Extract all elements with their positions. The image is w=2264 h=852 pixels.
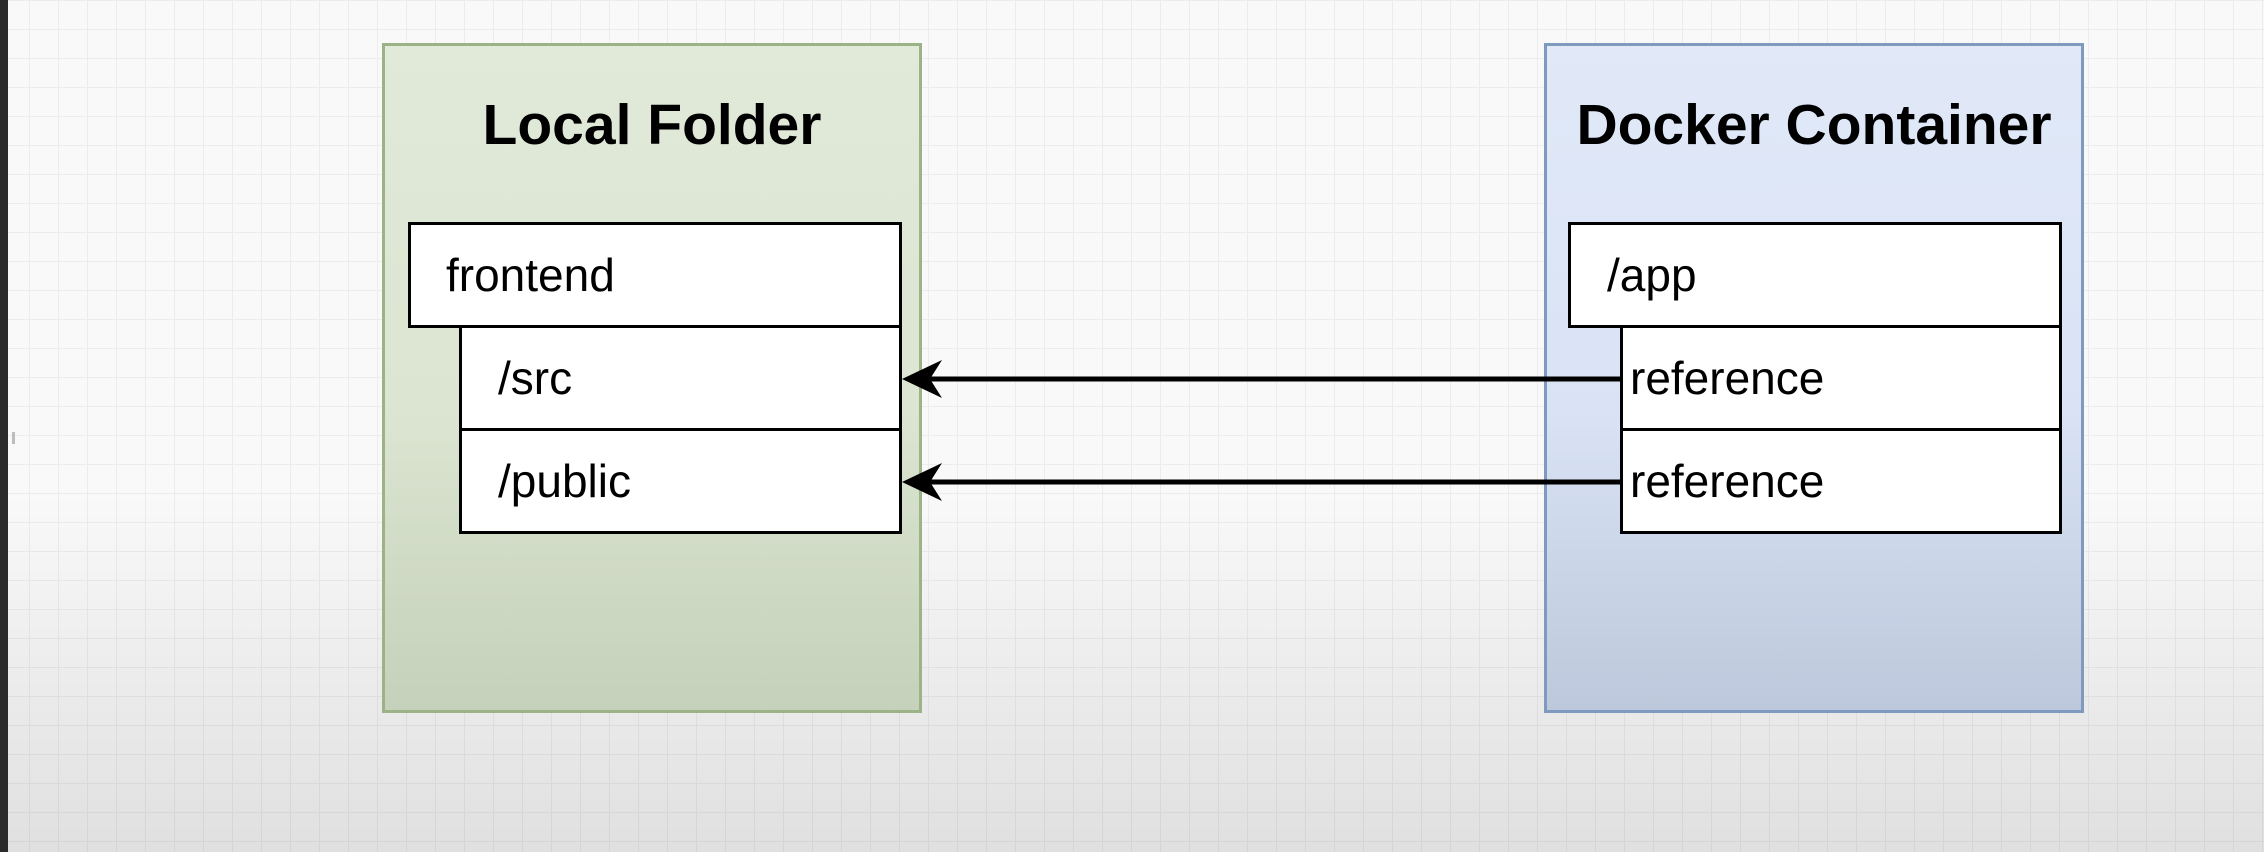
reference-box-src: reference	[1620, 325, 2062, 431]
public-folder-box: /public	[459, 428, 902, 534]
frontend-folder-box: frontend	[408, 222, 902, 328]
arrow-src	[902, 360, 1620, 398]
reference-box-public: reference	[1620, 428, 2062, 534]
public-folder-label: /public	[498, 455, 631, 507]
app-folder-label: /app	[1607, 249, 1697, 301]
docker-container-title: Docker Container	[1576, 93, 2052, 157]
arrow-public	[902, 463, 1620, 501]
arrow-src-head	[902, 360, 942, 398]
reference-label-public: reference	[1630, 455, 1825, 507]
arrow-public-head	[902, 463, 942, 501]
src-folder-label: /src	[498, 352, 573, 404]
window-edge	[0, 0, 15, 852]
src-folder-box: /src	[459, 325, 902, 431]
local-folder-title: Local Folder	[482, 93, 822, 157]
frontend-folder-label: frontend	[446, 249, 615, 301]
reference-label-src: reference	[1630, 352, 1825, 404]
